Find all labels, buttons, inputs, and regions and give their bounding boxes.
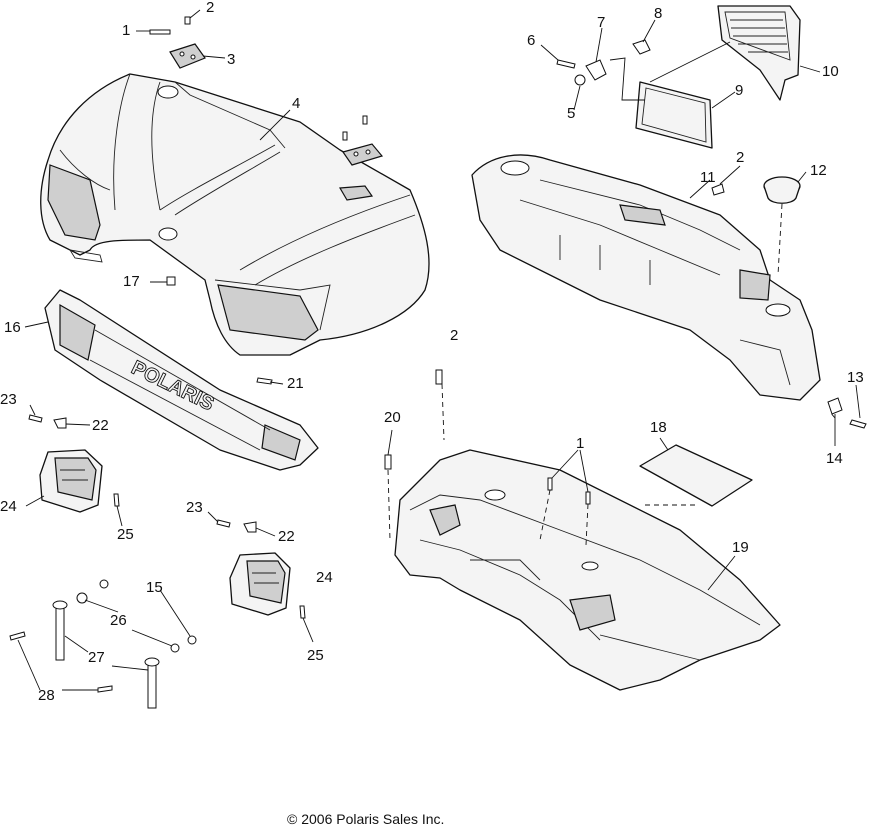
latch-bracket-icon: [585, 59, 607, 81]
callout-2: 2: [206, 0, 215, 16]
callout-14: 14: [826, 450, 843, 467]
assembly-paths: [387, 41, 836, 546]
callout-20: 20: [384, 409, 401, 426]
callout-22: 22: [92, 417, 109, 434]
callout-24: 24: [316, 569, 333, 586]
screw-icon: [362, 115, 368, 125]
callout-27: 27: [88, 649, 105, 666]
nut-icon: [170, 643, 180, 653]
callout-2: 2: [736, 149, 745, 166]
callout-18: 18: [650, 419, 667, 436]
callout-5: 5: [567, 105, 576, 122]
washer-icon: [76, 592, 88, 604]
nut-icon: [187, 635, 197, 645]
bolt-icon: [97, 685, 113, 693]
floor-panel-part: [394, 449, 781, 691]
screw-icon: [547, 477, 553, 491]
callout-4: 4: [292, 95, 301, 112]
callout-19: 19: [732, 539, 749, 556]
bolt-icon: [9, 631, 26, 641]
callout-11: 11: [700, 169, 716, 186]
stud-icon: [55, 604, 65, 661]
callout-15: 15: [146, 579, 163, 596]
screw-icon: [342, 131, 348, 141]
screw-icon: [256, 377, 273, 385]
callout-9: 9: [735, 82, 744, 99]
latch-knob-icon: [632, 39, 651, 55]
hood-hinge-plate: [169, 43, 206, 69]
callout-6: 6: [527, 32, 536, 49]
callout-1: 1: [122, 22, 131, 39]
screw-icon: [711, 183, 725, 196]
stud-icon: [147, 661, 157, 709]
clip-icon: [243, 521, 257, 533]
copyright-notice: © 2006 Polaris Sales Inc.: [287, 811, 445, 827]
screw-icon: [299, 605, 306, 619]
screw-icon: [149, 29, 171, 35]
screw-icon: [184, 16, 191, 25]
front-hood-part: [40, 73, 430, 356]
clip-icon: [53, 417, 67, 429]
lid-seal-part: [635, 81, 713, 149]
screw-icon: [384, 454, 392, 470]
screw-icon: [113, 493, 120, 507]
callout-10: 10: [822, 63, 839, 80]
callout-21: 21: [287, 375, 304, 392]
callout-26: 26: [110, 612, 127, 629]
callout-13: 13: [847, 369, 864, 386]
callout-16: 16: [4, 319, 21, 336]
callout-3: 3: [227, 51, 236, 68]
screw-icon: [216, 519, 231, 528]
nut-icon: [574, 74, 586, 86]
clip-icon: [827, 397, 843, 415]
callout-8: 8: [654, 5, 663, 22]
callout-1: 1: [576, 435, 585, 452]
callout-25: 25: [307, 647, 324, 664]
screw-icon: [849, 419, 867, 429]
leader-lines: [17, 9, 861, 691]
bolt-icon: [556, 59, 576, 69]
hood-hinge-plate-right: [342, 143, 384, 166]
callout-7: 7: [597, 14, 606, 31]
callout-17: 17: [123, 273, 140, 290]
callout-25: 25: [117, 526, 134, 543]
headlight-housing-right: [229, 552, 291, 616]
clip-icon: [166, 276, 176, 286]
dash-panel-part: [471, 154, 821, 401]
callout-23: 23: [186, 499, 203, 516]
screw-icon: [28, 414, 43, 423]
storage-lid-part: [717, 5, 801, 101]
washer-icon: [99, 579, 109, 589]
headlight-housing-left: [39, 449, 103, 513]
screw-icon: [585, 491, 591, 505]
callout-23: 23: [0, 391, 17, 408]
access-cover-part: [639, 444, 753, 507]
screw-icon: [435, 369, 443, 385]
callout-28: 28: [38, 687, 55, 704]
callout-12: 12: [810, 162, 827, 179]
callout-2: 2: [450, 327, 459, 344]
callout-24: 24: [0, 498, 17, 515]
cup-holder-insert-part: [763, 176, 801, 204]
callout-22: 22: [278, 528, 295, 545]
